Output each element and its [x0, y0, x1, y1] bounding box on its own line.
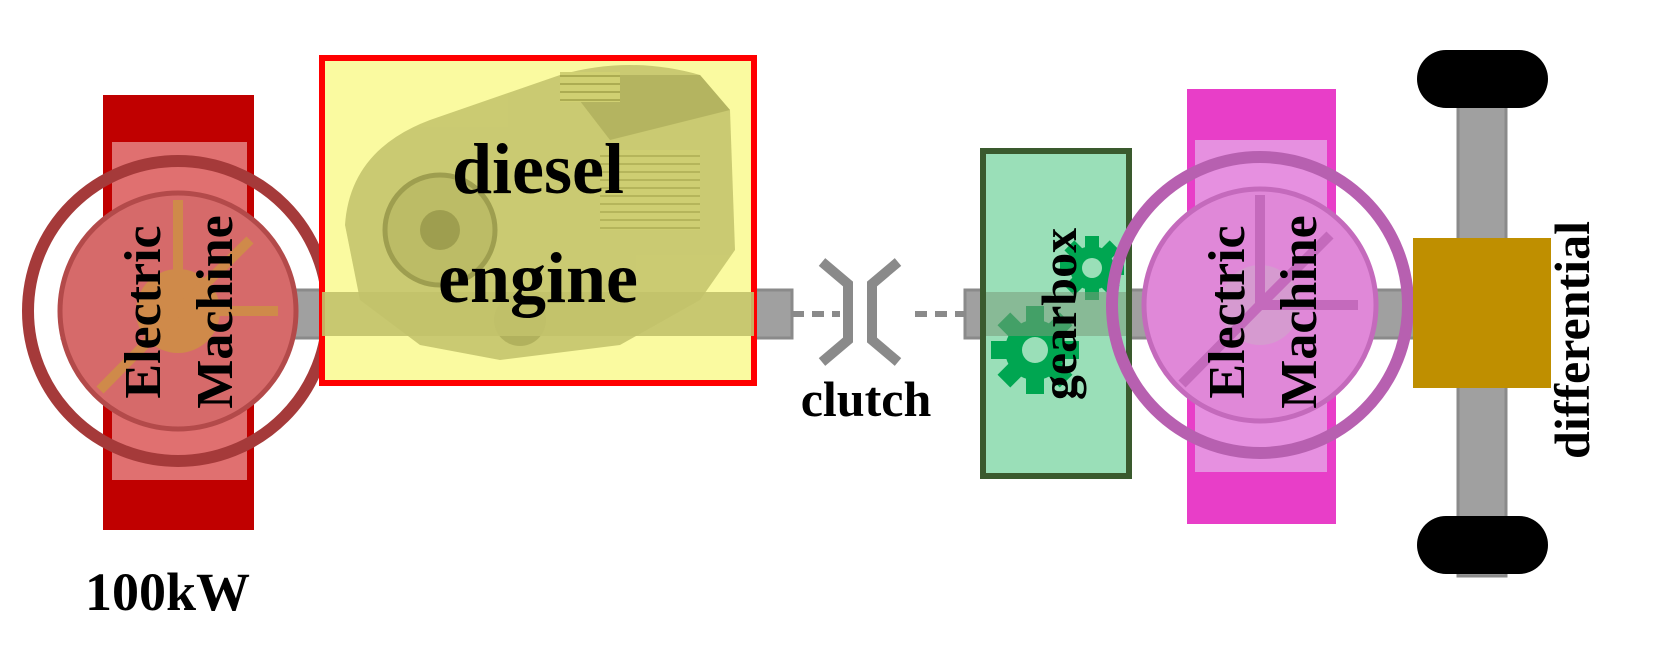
clutch-plate-left [818, 258, 853, 366]
electric-machine-right: Electric Machine [1106, 89, 1414, 524]
rear-axle [1413, 50, 1551, 578]
em-left-label-line2: Machine [187, 215, 244, 409]
motor-image-left [22, 142, 334, 480]
gearbox-shaft-overlay [986, 292, 1126, 336]
differential-label: differential [1544, 221, 1600, 459]
wheel-bottom [1417, 516, 1548, 574]
gearbox: gearbox [980, 148, 1132, 479]
gearbox-label: gearbox [1031, 228, 1087, 400]
wheel-top [1417, 50, 1548, 108]
em-right-label-line1: Electric [1199, 225, 1256, 398]
clutch-plate-right [867, 258, 902, 366]
electric-machine-left: Electric Machine [22, 95, 334, 530]
clutch-label: clutch [801, 371, 932, 427]
engine-label-line1: diesel [452, 129, 624, 209]
differential-block [1413, 238, 1551, 388]
engine-shaft-overlay [322, 292, 754, 336]
motor-image-right [1106, 140, 1414, 472]
gear-small-icon [1060, 236, 1124, 300]
em-left-rating: 100kW [85, 562, 250, 622]
em-left-label-line1: Electric [115, 225, 172, 398]
diesel-engine: diesel engine [319, 55, 757, 386]
clutch: clutch [801, 258, 932, 427]
em-right-label-line2: Machine [1271, 215, 1328, 409]
engine-label-line2: engine [438, 238, 638, 318]
